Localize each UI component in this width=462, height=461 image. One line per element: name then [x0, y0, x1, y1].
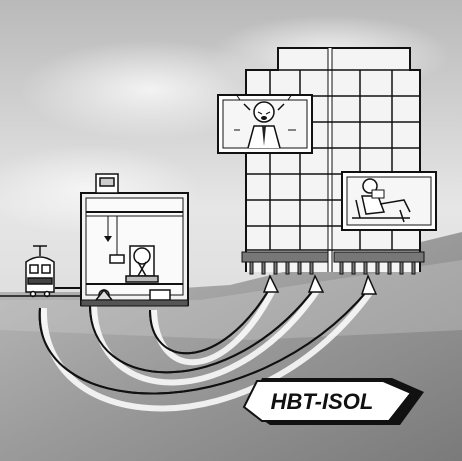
- brand-badge: HBT-ISOL: [242, 378, 424, 425]
- disturbed-person-icon: [217, 93, 313, 154]
- apartment-building: [245, 47, 421, 272]
- wave-arrowheads: [262, 273, 378, 295]
- machine-icon: [125, 245, 159, 283]
- vibration-waves: [38, 286, 375, 412]
- tram-icon: [25, 245, 55, 298]
- crane-icon: [95, 173, 119, 194]
- building-foundation: [241, 251, 425, 275]
- relaxed-person-icon: [341, 171, 437, 231]
- brand-label: HBT-ISOL: [271, 389, 374, 414]
- factory-building: [80, 173, 189, 307]
